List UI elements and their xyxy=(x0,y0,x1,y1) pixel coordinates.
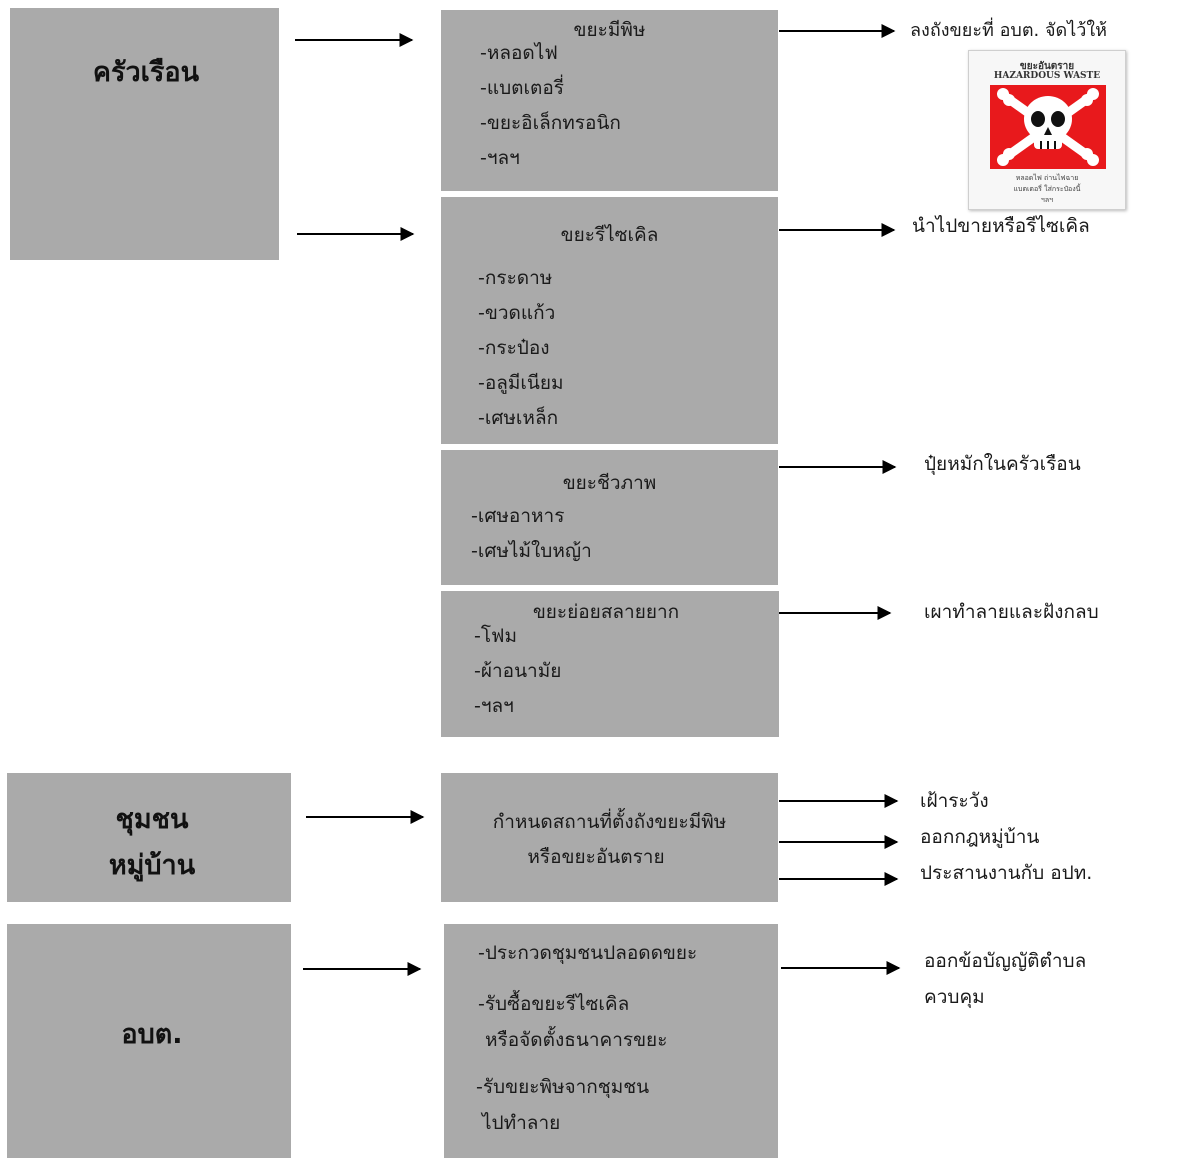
sign-title-th: ขยะอันตราย xyxy=(1019,61,1075,72)
sao-box: อบต. xyxy=(7,924,291,1158)
community-action: ออกกฎหมู่บ้าน xyxy=(920,826,1040,848)
nonbio-item: -ผ้าอนามัย xyxy=(474,660,562,682)
nonbio-item: -ฯลฯ xyxy=(474,695,514,717)
sao-action-line1: ออกข้อบัญญัติตำบล xyxy=(924,950,1087,972)
household-label: ครัวเรือน xyxy=(92,57,200,88)
hazardous-action: ลงถังขยะที่ อบต. จัดไว้ให้ xyxy=(910,20,1108,41)
hazardous-item: -แบตเตอรี่ xyxy=(480,77,564,99)
sao-task-line: -รับซื้อขยะรีไซเคิล xyxy=(478,993,630,1015)
organic-item: -เศษไม้ใบหญ้า xyxy=(471,540,592,562)
skull-crossbones-icon xyxy=(990,85,1106,169)
nonbio-item: -โฟม xyxy=(474,625,518,647)
sign-footer-line: ฯลฯ xyxy=(1040,196,1054,204)
sign-footer-line: หลอดไฟ ถ่านไฟฉาย xyxy=(1015,174,1079,182)
recycle-waste-title: ขยะรีไซเคิล xyxy=(560,224,659,246)
community-action: เฝ้าระวัง xyxy=(920,790,989,812)
organic-item: -เศษอาหาร xyxy=(471,505,565,527)
nonbio-waste-title: ขยะย่อยสลายยาก xyxy=(532,601,680,623)
hazardous-waste-box xyxy=(441,10,778,191)
sao-task-line: หรือจัดตั้งธนาคารขยะ xyxy=(485,1029,668,1051)
community-task-line1: กำหนดสถานที่ตั้งถังขยะมีพิษ xyxy=(492,811,727,833)
hazardous-waste-sign: ขยะอันตราย HAZARDOUS WASTE xyxy=(968,50,1126,210)
organic-waste-title: ขยะชีวภาพ xyxy=(562,472,657,494)
community-action: ประสานงานกับ อปท. xyxy=(920,862,1093,884)
hazardous-waste-title: ขยะมีพิษ xyxy=(573,19,646,41)
sao-action-line2: ควบคุม xyxy=(924,986,985,1008)
sao-task-box xyxy=(444,924,778,1158)
recycle-item: -กระดาษ xyxy=(478,267,553,289)
nonbio-waste-box xyxy=(441,591,779,737)
recycle-item: -อลูมีเนียม xyxy=(478,372,564,394)
organic-action: ปุ๋ยหมักในครัวเรือน xyxy=(924,453,1081,475)
household-box: ครัวเรือน xyxy=(10,8,279,260)
community-label-line1: ชุมชน xyxy=(115,804,189,835)
recycle-waste-box xyxy=(441,197,778,444)
hazardous-item: -ฯลฯ xyxy=(480,147,520,169)
sign-title-en: HAZARDOUS WASTE xyxy=(993,71,1101,81)
recycle-item: -เศษเหล็ก xyxy=(478,407,559,429)
sao-label: อบต. xyxy=(121,1019,183,1050)
recycle-item: -ขวดแก้ว xyxy=(478,302,556,324)
organic-waste-box xyxy=(441,450,778,585)
recycle-action: นำไปขายหรือรีไซเคิล xyxy=(912,215,1090,237)
sao-task-line: -ประกวดชุมชนปลอดดขยะ xyxy=(478,942,698,964)
community-label-line2: หมู่บ้าน xyxy=(108,850,196,881)
sign-footer-line: แบตเตอรี่ ใส่กระป๋องนี้ xyxy=(1013,185,1081,193)
hazardous-item: -ขยะอิเล็กทรอนิก xyxy=(480,112,621,134)
sao-task-line: -รับขยะพิษจากชุมชน xyxy=(476,1076,650,1098)
community-box: ชุมชน หมู่บ้าน xyxy=(7,773,291,902)
hazardous-item: -หลอดไฟ xyxy=(480,42,558,64)
recycle-item: -กระป๋อง xyxy=(478,337,550,359)
community-task-box xyxy=(441,773,778,902)
nonbio-action: เผาทำลายและฝังกลบ xyxy=(924,601,1099,623)
sao-task-line: ไปทำลาย xyxy=(482,1112,561,1134)
community-task-line2: หรือขยะอันตราย xyxy=(527,846,665,868)
